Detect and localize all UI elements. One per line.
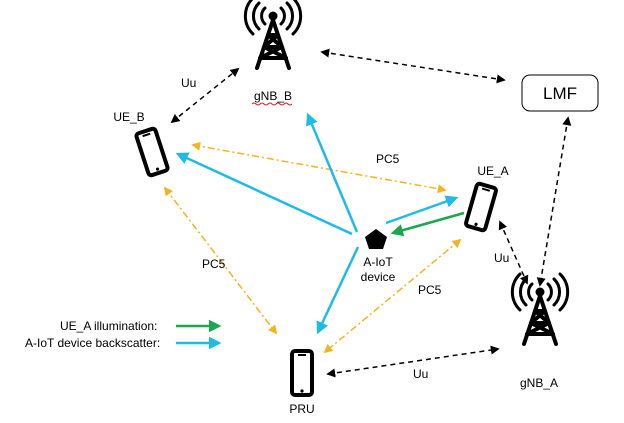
pc5-link-ue-b-ue-a xyxy=(191,141,447,194)
ue-b-phone-icon xyxy=(133,125,171,179)
gnb-b-tower-icon xyxy=(243,0,303,70)
uu-link-ue-a-gnb-a xyxy=(498,220,529,285)
aiot-device-label-line1: A-IoT xyxy=(363,255,393,269)
pc5-label-right: PC5 xyxy=(418,283,442,297)
ue-b-label: UE_B xyxy=(113,110,144,124)
spellcheck-squiggle xyxy=(251,102,293,106)
legend-illumination-label: UE_A illumination: xyxy=(60,319,157,333)
backscatter-link-to-gnb-b xyxy=(306,112,359,233)
ue-a-phone-icon xyxy=(463,181,499,233)
gnb-b-label: gNB_B xyxy=(254,89,292,103)
backscatter-link-to-ue-b xyxy=(175,152,353,236)
gnb-a-label: gNB_A xyxy=(520,376,558,390)
backscatter-link-to-ue-a xyxy=(385,195,459,225)
illumination-link-ue-a-to-aiot xyxy=(390,211,465,237)
pc5-link-ue-b-pru xyxy=(163,186,278,335)
pru-label: PRU xyxy=(289,402,314,416)
lmf-link-gnb-b xyxy=(320,48,506,84)
legend-backscatter-label: A-IoT device backscatter: xyxy=(25,336,160,350)
gnb-a-tower-icon xyxy=(510,272,570,346)
pc5-link-ue-a-pru xyxy=(323,238,462,354)
pc5-label-left: PC5 xyxy=(202,257,226,271)
aiot-device-pentagon-icon xyxy=(365,229,387,249)
legend: UE_A illumination: A-IoT device backscat… xyxy=(25,319,222,350)
lmf-label: LMF xyxy=(543,84,577,103)
uu-label-ue-a: Uu xyxy=(494,251,509,265)
ue-a-label: UE_A xyxy=(477,164,508,178)
lmf-link-gnb-a xyxy=(536,116,572,287)
backscatter-link-to-pru xyxy=(316,246,360,335)
uu-label-pru: Uu xyxy=(413,367,428,381)
uu-link-pru-gnb-a xyxy=(326,345,500,378)
pru-phone-icon xyxy=(290,349,314,397)
aiot-device-label-line2: device xyxy=(361,270,396,284)
lmf-box xyxy=(521,74,599,112)
uu-label-ue-b: Uu xyxy=(181,76,196,90)
pc5-label-top: PC5 xyxy=(376,152,400,166)
